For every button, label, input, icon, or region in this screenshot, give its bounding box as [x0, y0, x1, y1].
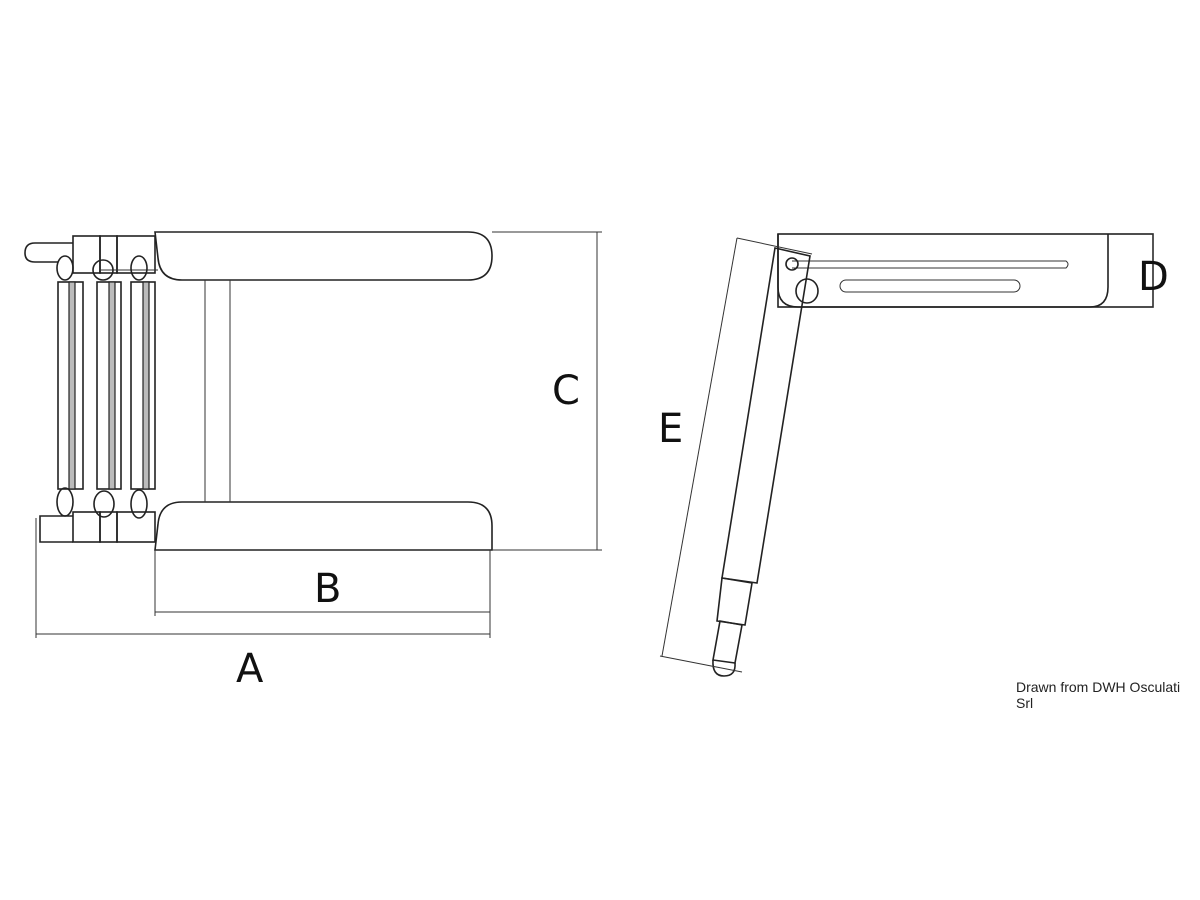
dimension-c-label: C: [552, 368, 580, 414]
leg-extension: [716, 577, 753, 626]
rail-core: [108, 281, 116, 490]
pivot-hole: [795, 278, 819, 304]
leg-tip: [712, 620, 743, 664]
top-hinge-block: [99, 235, 118, 274]
top-hinge-block: [116, 235, 156, 274]
leg-foot-cap: [712, 659, 736, 677]
rail-joint: [130, 489, 148, 519]
top-step: [154, 231, 493, 281]
credit-text: Drawn from DWH Osculati Srl: [1016, 679, 1181, 711]
rail-core: [68, 281, 76, 490]
dimension-d-label: D: [1138, 254, 1169, 300]
top-knob: [24, 242, 73, 263]
top-hinge-block: [72, 235, 101, 274]
leg-tube: [721, 247, 811, 584]
arm-plate: [777, 234, 1109, 308]
bottom-hinge-block: [116, 511, 156, 543]
rails: [56, 255, 156, 519]
dimensions-left: [35, 231, 602, 638]
dimension-e-line: [661, 237, 738, 657]
slot-lower: [839, 279, 1021, 293]
rail-joint: [56, 255, 74, 281]
slot-upper: [792, 260, 1069, 269]
arm-outline: [777, 233, 1154, 308]
rail-joint: [56, 487, 74, 517]
bottom-hinge-block: [72, 511, 101, 543]
rail-joint: [92, 259, 114, 281]
pivot-pin: [785, 257, 799, 271]
dimension-a-label: A: [236, 646, 264, 692]
rail-joint: [130, 255, 148, 281]
rail-joint: [93, 490, 115, 518]
bottom-step: [154, 501, 493, 551]
dimension-b-label: B: [314, 566, 341, 612]
rail-core: [142, 281, 150, 490]
ladder-front-view: [24, 231, 493, 551]
bottom-bracket: [39, 515, 73, 543]
ladder-side-view: [659, 233, 1154, 677]
dimension-e-label: E: [658, 406, 683, 452]
